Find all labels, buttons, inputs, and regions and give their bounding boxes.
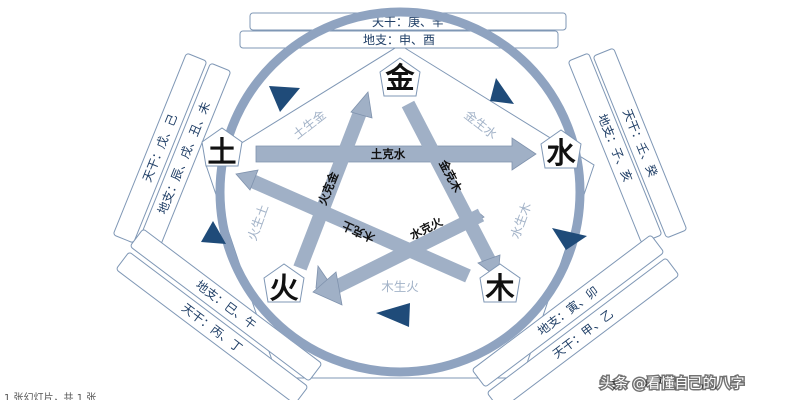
node-water: 水 — [540, 129, 582, 170]
fire-tiangan-box — [116, 252, 308, 400]
ring-arrowheads — [201, 78, 587, 327]
ring-arrow-earth-metal — [269, 86, 300, 112]
slide-caption: 1 张幻灯片，共 1 张 — [4, 391, 96, 400]
element-earth: 土 — [207, 135, 236, 169]
node-wood: 木 — [479, 263, 521, 305]
element-nodes: 金 水 木 火 土 — [201, 57, 582, 305]
metal-dizhi-text: 地支：申、酉 — [363, 33, 435, 47]
water-label-group: 地支：子、亥 天干：壬、癸 — [568, 48, 687, 243]
fire-dizhi-box — [130, 229, 322, 381]
overcome-arrow-fire-metal — [293, 91, 373, 271]
node-earth: 土 — [201, 127, 243, 169]
watermark: 头条 @看懂自己的八字 — [600, 375, 744, 392]
element-metal: 金 — [384, 61, 415, 95]
overcome-arrow-earth-water — [255, 137, 537, 171]
ring-arrow-wood-fire — [376, 303, 410, 327]
node-metal: 金 — [379, 57, 421, 97]
node-fire: 火 — [263, 263, 305, 305]
element-fire: 火 — [269, 271, 298, 305]
water-tiangan-box — [593, 48, 687, 238]
overcome-label-earth-water: 土克水 — [371, 147, 406, 161]
overcome-arrow-wood-earth — [235, 169, 471, 283]
earth-tiangan-box — [113, 53, 207, 243]
wood-tiangan-box — [487, 258, 679, 400]
ring-arrow-water-wood — [552, 228, 587, 250]
generating-ring — [215, 7, 585, 377]
wood-dizhi-box — [472, 235, 664, 387]
metal-label-group: 天干：庚、辛 地支：申、酉 — [239, 12, 567, 49]
element-wood: 木 — [484, 271, 514, 305]
ring-arrow-metal-water — [490, 78, 514, 104]
overcoming-star — [235, 91, 537, 306]
ring-arrow-fire-earth — [201, 221, 226, 244]
gen-label-wood-fire: 木生火 — [381, 279, 419, 294]
element-water: 水 — [546, 136, 576, 170]
